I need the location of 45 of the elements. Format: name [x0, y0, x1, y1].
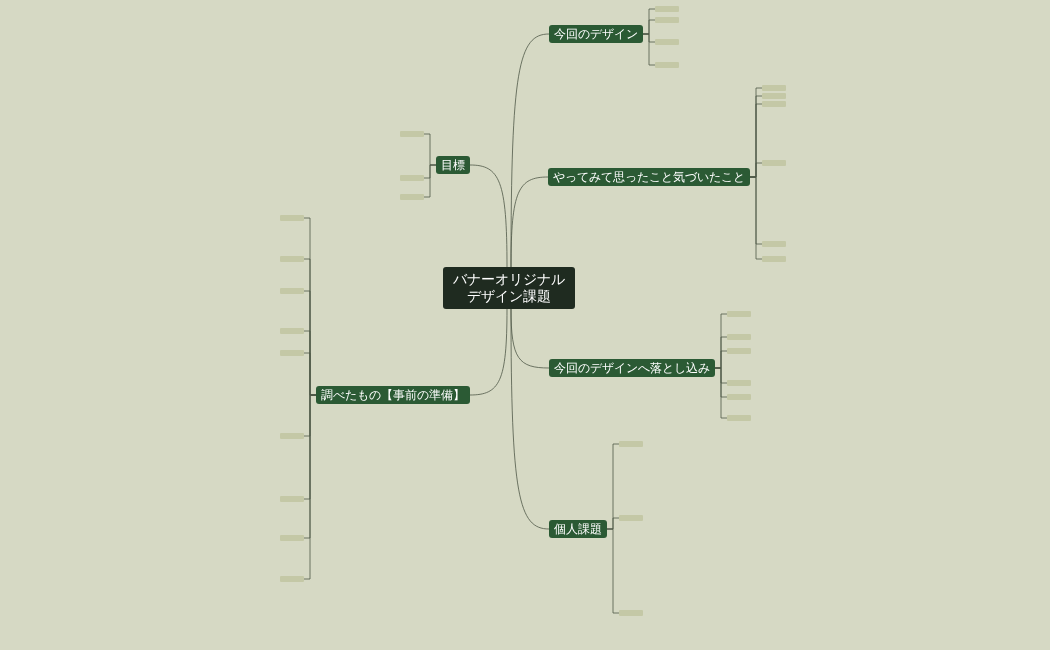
- branch-topic-box: 今回のデザイン: [549, 25, 643, 43]
- subtopic-box: [400, 175, 424, 181]
- subtopic-box: [762, 256, 786, 262]
- subtopic-box: [762, 93, 786, 99]
- branch-topic-box: 個人課題: [549, 520, 607, 538]
- subtopic-box: [280, 256, 304, 262]
- branch-topic-box: 調べたもの【事前の準備】: [316, 386, 470, 404]
- branch-curve: [469, 308, 508, 396]
- subtopic-box: [280, 576, 304, 582]
- connector-line: [423, 164, 437, 198]
- subtopic-box: [727, 348, 751, 354]
- subtopic-box: [655, 39, 679, 45]
- subtopic-box: [619, 610, 643, 616]
- branch-curve: [510, 308, 550, 530]
- subtopic-box: [655, 6, 679, 12]
- connector-line: [642, 33, 656, 66]
- branch-curve: [469, 164, 508, 268]
- subtopic-box: [727, 334, 751, 340]
- subtopic-box: [280, 433, 304, 439]
- branch-topic-box: 目標: [436, 156, 470, 174]
- subtopic-box: [400, 194, 424, 200]
- subtopic-box: [762, 241, 786, 247]
- branch-topic-box: やってみて思ったこと気づいたこと: [548, 168, 750, 186]
- subtopic-box: [400, 131, 424, 137]
- subtopic-box: [727, 415, 751, 421]
- branch-curve: [510, 176, 549, 268]
- subtopic-box: [762, 101, 786, 107]
- subtopic-box: [280, 288, 304, 294]
- subtopic-box: [727, 394, 751, 400]
- subtopic-box: [280, 535, 304, 541]
- subtopic-box: [727, 380, 751, 386]
- connector-line: [606, 528, 620, 614]
- subtopic-box: [727, 311, 751, 317]
- subtopic-box: [619, 441, 643, 447]
- subtopic-box: [280, 496, 304, 502]
- subtopic-box: [762, 85, 786, 91]
- branch-topic-box: 今回のデザインへ落とし込み: [549, 359, 715, 377]
- subtopic-box: [280, 328, 304, 334]
- subtopic-box: [280, 350, 304, 356]
- subtopic-box: [655, 62, 679, 68]
- subtopic-box: [762, 160, 786, 166]
- subtopic-box: [619, 515, 643, 521]
- central-topic-box: バナーオリジナルデザイン課題: [443, 267, 575, 309]
- subtopic-box: [655, 17, 679, 23]
- subtopic-box: [280, 215, 304, 221]
